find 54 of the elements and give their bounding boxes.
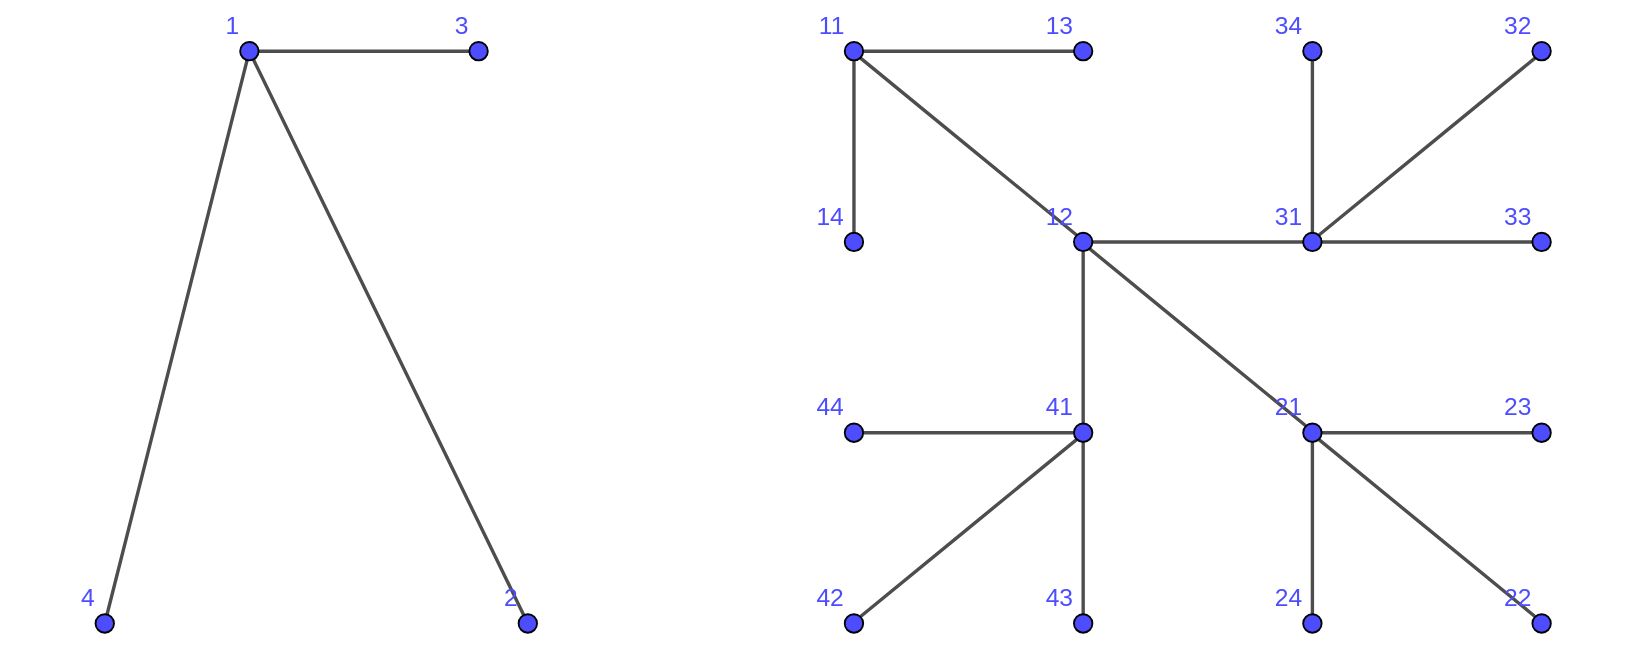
node-label: 32 <box>1504 11 1532 39</box>
connector <box>1321 240 1533 244</box>
node-circle <box>843 41 865 62</box>
connector <box>252 59 526 616</box>
connector <box>859 438 1078 618</box>
connector <box>859 56 1078 237</box>
node-circle <box>843 422 865 443</box>
connector <box>863 431 1074 435</box>
node-label: 23 <box>1504 393 1532 421</box>
node-label: 33 <box>1504 202 1532 230</box>
node-label: 42 <box>816 584 844 612</box>
node-circle <box>517 613 538 634</box>
connector <box>1317 438 1537 618</box>
node-circle <box>1073 41 1094 62</box>
node-label: 4 <box>81 584 95 612</box>
node-label: 43 <box>1045 584 1074 612</box>
node-circle <box>1073 231 1094 253</box>
node-label: 31 <box>1274 202 1303 230</box>
node-circle <box>1531 613 1552 634</box>
node-circle <box>843 613 865 634</box>
node-label: 41 <box>1045 393 1074 421</box>
connector <box>1310 60 1315 233</box>
node-label: 1 <box>225 11 240 39</box>
node-circle <box>1531 231 1552 253</box>
connector <box>1088 247 1307 428</box>
node-label: 3 <box>454 11 469 39</box>
connector <box>258 49 470 53</box>
node-circle <box>1073 422 1094 443</box>
node-label: 44 <box>816 393 844 421</box>
node-label: 24 <box>1274 584 1303 612</box>
node-label: 13 <box>1045 11 1074 39</box>
node-label: 11 <box>818 11 845 39</box>
node-label: 34 <box>1274 11 1303 39</box>
node-circle <box>468 41 489 62</box>
node-circle <box>1531 41 1552 62</box>
connector <box>863 49 1074 53</box>
node-circle <box>1302 422 1323 443</box>
connector <box>852 60 856 233</box>
node-circle <box>239 41 260 62</box>
node-circle <box>843 231 865 253</box>
connector <box>1092 240 1303 244</box>
node-label: 14 <box>816 202 844 230</box>
connector <box>1317 56 1537 237</box>
connector <box>105 59 249 615</box>
connector <box>1310 442 1315 615</box>
node-circle <box>1302 231 1323 253</box>
node-circle <box>1531 422 1552 443</box>
node-circle <box>94 613 115 634</box>
node-circle <box>1073 613 1094 634</box>
connector <box>1081 251 1085 424</box>
connector <box>1081 442 1085 615</box>
connector <box>1321 431 1533 435</box>
node-circle <box>1302 41 1323 62</box>
node-circle <box>1302 613 1323 634</box>
